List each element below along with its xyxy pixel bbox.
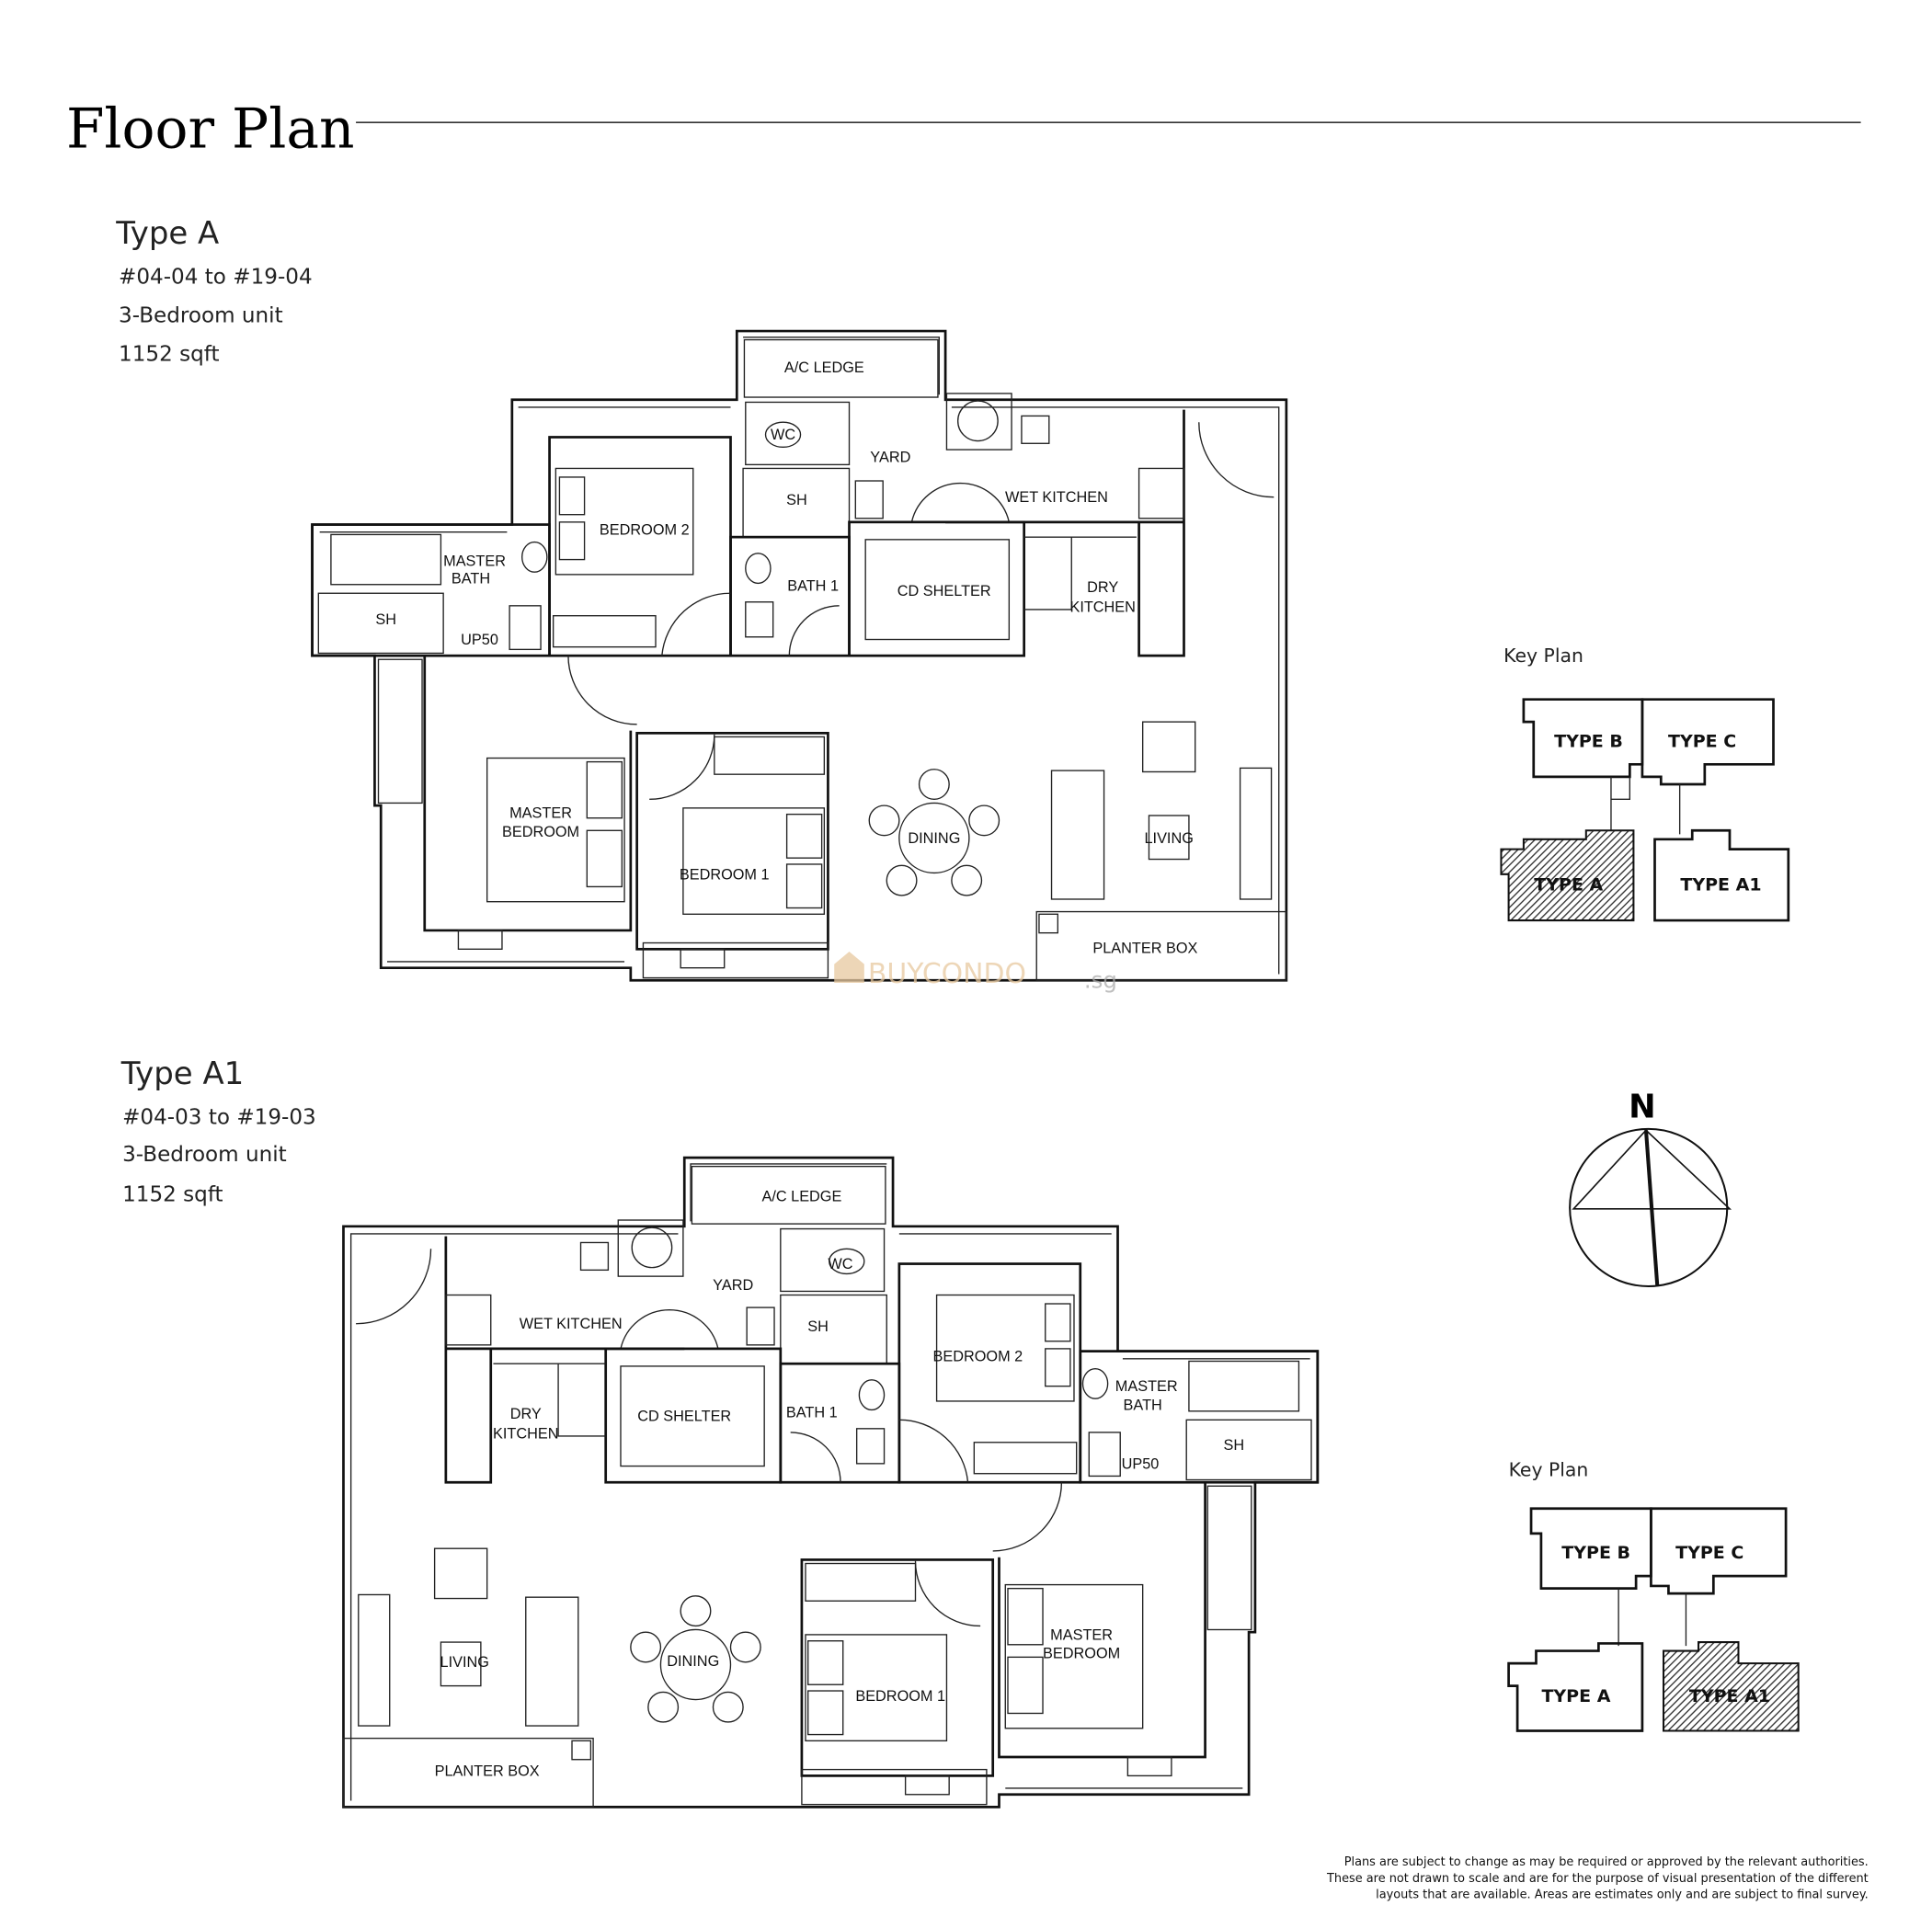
unit-type-title: Type A [115,215,219,252]
room-label: BATH 1 [787,578,839,595]
room-label: MASTER [443,553,506,569]
room-label: A/C LEDGE [784,359,864,376]
room-label: BEDROOM 1 [680,866,770,883]
key-plan-block-highlighted: TYPE A [1534,874,1603,895]
page-title: Floor Plan [66,97,354,161]
key-plan-block: TYPE C [1675,1543,1743,1563]
room-label: WC [771,427,795,443]
room-label: BATH [1124,1397,1162,1413]
key-plan-block: TYPE B [1561,1543,1630,1563]
disclaimer-line: These are not drawn to scale and are for… [1326,1872,1869,1886]
room-label: UP50 [461,632,498,648]
room-label: CD SHELTER [897,583,991,599]
room-label: BEDROOM [1043,1646,1120,1662]
disclaimer: Plans are subject to change as may be re… [1326,1855,1869,1901]
room-label: SH [807,1318,829,1335]
key-plan-label: Key Plan [1503,645,1583,667]
room-label: DRY [1087,579,1118,596]
watermark-text: BUYCONDO [868,958,1026,990]
room-label: PLANTER BOX [1092,940,1197,956]
room-label: YARD [713,1277,753,1294]
key-plan-block: TYPE B [1554,731,1623,751]
disclaimer-line: Plans are subject to change as may be re… [1344,1855,1869,1869]
room-label: KITCHEN [1069,599,1135,616]
room-label: BATH 1 [786,1405,838,1421]
key-plan-label: Key Plan [1509,1458,1589,1480]
key-plan-block: TYPE C [1668,731,1736,751]
room-label: SH [375,611,396,628]
watermark-logo: BUYCONDO .sg [834,952,1117,993]
room-label: CD SHELTER [637,1409,731,1425]
room-label: MASTER [509,805,572,822]
floor-plan-type-a1: A/C LEDGE WC YARD WET KITCHEN BEDROOM 2 … [342,1156,1320,1809]
room-label: KITCHEN [493,1426,558,1443]
key-plan-type-a: Key Plan TYPE B TYPE C TYPE A TYPE A1 [1500,645,1790,922]
watermark-suffix: .sg [1084,966,1117,993]
north-compass-icon: N [1569,1089,1732,1288]
room-label: A/C LEDGE [761,1189,841,1205]
room-label: DRY [510,1406,542,1422]
room-label: BEDROOM [502,824,579,840]
room-label: WC [828,1256,852,1272]
room-label: MASTER [1115,1378,1178,1395]
room-label: WET KITCHEN [1005,489,1108,506]
room-label: PLANTER BOX [435,1763,540,1779]
disclaimer-line: layouts that are available. Areas are es… [1376,1888,1869,1901]
unit-range: #04-03 to #19-03 [122,1105,316,1129]
room-label: DINING [667,1653,719,1670]
room-label: UP50 [1122,1455,1160,1472]
compass-north-label: N [1629,1089,1656,1126]
unit-bedrooms: 3-Bedroom unit [122,1143,287,1167]
unit-area: 1152 sqft [122,1183,223,1207]
unit-type-title: Type A1 [120,1055,245,1092]
key-plan-type-a1: Key Plan TYPE B TYPE C TYPE A TYPE A1 [1507,1458,1800,1732]
key-plan-block: TYPE A [1541,1686,1610,1706]
room-label: BEDROOM 2 [600,521,690,538]
room-label: YARD [870,450,910,466]
room-label: BATH [452,570,490,587]
room-label: WET KITCHEN [520,1316,623,1332]
house-icon [834,952,864,983]
room-label: DINING [908,830,960,847]
room-label: SH [786,492,807,508]
unit-area: 1152 sqft [119,343,220,367]
unit-bedrooms: 3-Bedroom unit [119,304,283,328]
key-plan-block: TYPE A1 [1680,874,1761,895]
key-plan-block-highlighted: TYPE A1 [1689,1686,1770,1706]
room-label: LIVING [1144,830,1193,847]
room-label: BEDROOM 2 [933,1348,1023,1364]
unit-range: #04-04 to #19-04 [119,265,313,289]
room-label: MASTER [1050,1626,1113,1643]
room-label: LIVING [440,1654,489,1671]
floor-plan-type-a: A/C LEDGE WC YARD WET KITCHEN BEDROOM 2 … [311,329,1288,982]
room-label: BEDROOM 1 [855,1688,945,1705]
room-label: SH [1224,1437,1245,1454]
